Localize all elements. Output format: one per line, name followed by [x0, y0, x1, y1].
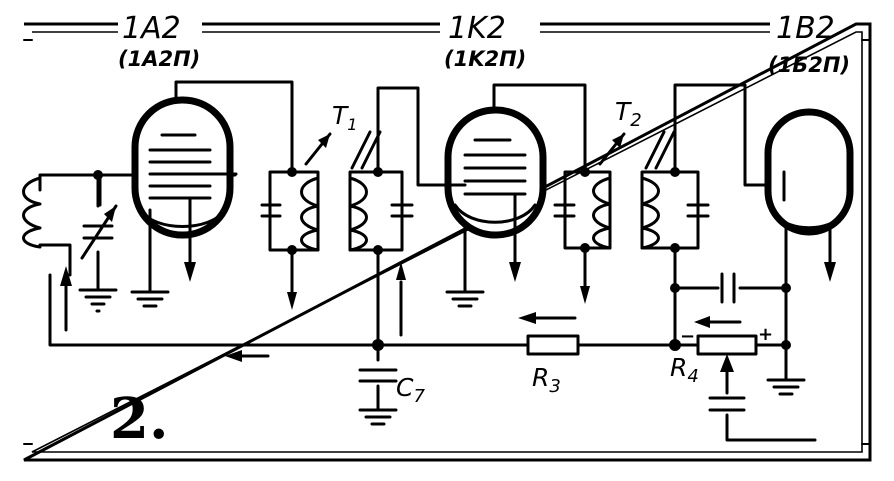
- tube-1b2: [764, 108, 854, 396]
- r4-wiper-arrow: [720, 354, 734, 372]
- tube-label-1a2: 1A2: [122, 11, 181, 46]
- label-t2: T2: [615, 97, 642, 131]
- r4-capacitor: [708, 396, 746, 412]
- arrow-down-1: [184, 262, 196, 282]
- frame-outer: [23, 22, 872, 462]
- transformer-t2: [553, 83, 782, 304]
- ground-symbol-3: [445, 290, 485, 308]
- arrow-down-2: [287, 292, 297, 310]
- arrow-left-r4: [694, 316, 710, 328]
- ground-symbol-2: [130, 290, 170, 308]
- frame-corner-marks: [23, 39, 871, 445]
- input-variable-capacitor: [80, 204, 118, 260]
- tube-label-1k2: 1K2: [448, 11, 506, 46]
- input-coil: [22, 176, 42, 249]
- label-c7: C7: [396, 373, 425, 407]
- polarity-plus: +: [758, 324, 773, 345]
- arrow-up-1: [60, 266, 72, 286]
- t2-secondary-capacitor: [686, 203, 710, 218]
- arrow-up-2: [396, 262, 406, 280]
- coupling-capacitor: [720, 272, 736, 304]
- t2-primary-capacitor: [553, 203, 576, 218]
- transformer-t1: [260, 86, 442, 310]
- frame-inner: [31, 31, 863, 453]
- label-r4: R4: [670, 353, 699, 387]
- ground-symbol-1: [78, 288, 118, 313]
- resistor-r4: [694, 316, 817, 442]
- tube-1k2: [438, 83, 587, 308]
- t1-secondary-capacitor: [390, 203, 414, 218]
- t1-primary-capacitor: [260, 203, 282, 218]
- tube-sublabel-1a2: (1A2П): [118, 47, 200, 71]
- arrow-left-bus: [225, 350, 242, 362]
- detector-network: [669, 246, 791, 351]
- figure-number: 2.: [110, 386, 168, 452]
- ground-symbol-4: [766, 378, 806, 396]
- arrow-down-4: [580, 286, 590, 304]
- arrow-down-3: [509, 262, 521, 282]
- tube-1a2: [98, 80, 294, 308]
- arrow-left-r3: [518, 312, 536, 324]
- arrow-down-5: [824, 262, 836, 282]
- tube-sublabel-1k2: (1K2П): [444, 47, 526, 71]
- tube-sublabel-1b2: (1Б2П): [768, 53, 850, 77]
- polarity-minus: −: [680, 326, 695, 347]
- label-r3: R3: [532, 363, 561, 397]
- resistor-r3: [518, 312, 580, 356]
- input-tank: [22, 173, 237, 313]
- capacitor-c7: [358, 248, 406, 426]
- label-t1: T1: [332, 101, 357, 134]
- ground-symbol-c7: [358, 408, 398, 426]
- tube-label-1b2: 1B2: [776, 11, 835, 46]
